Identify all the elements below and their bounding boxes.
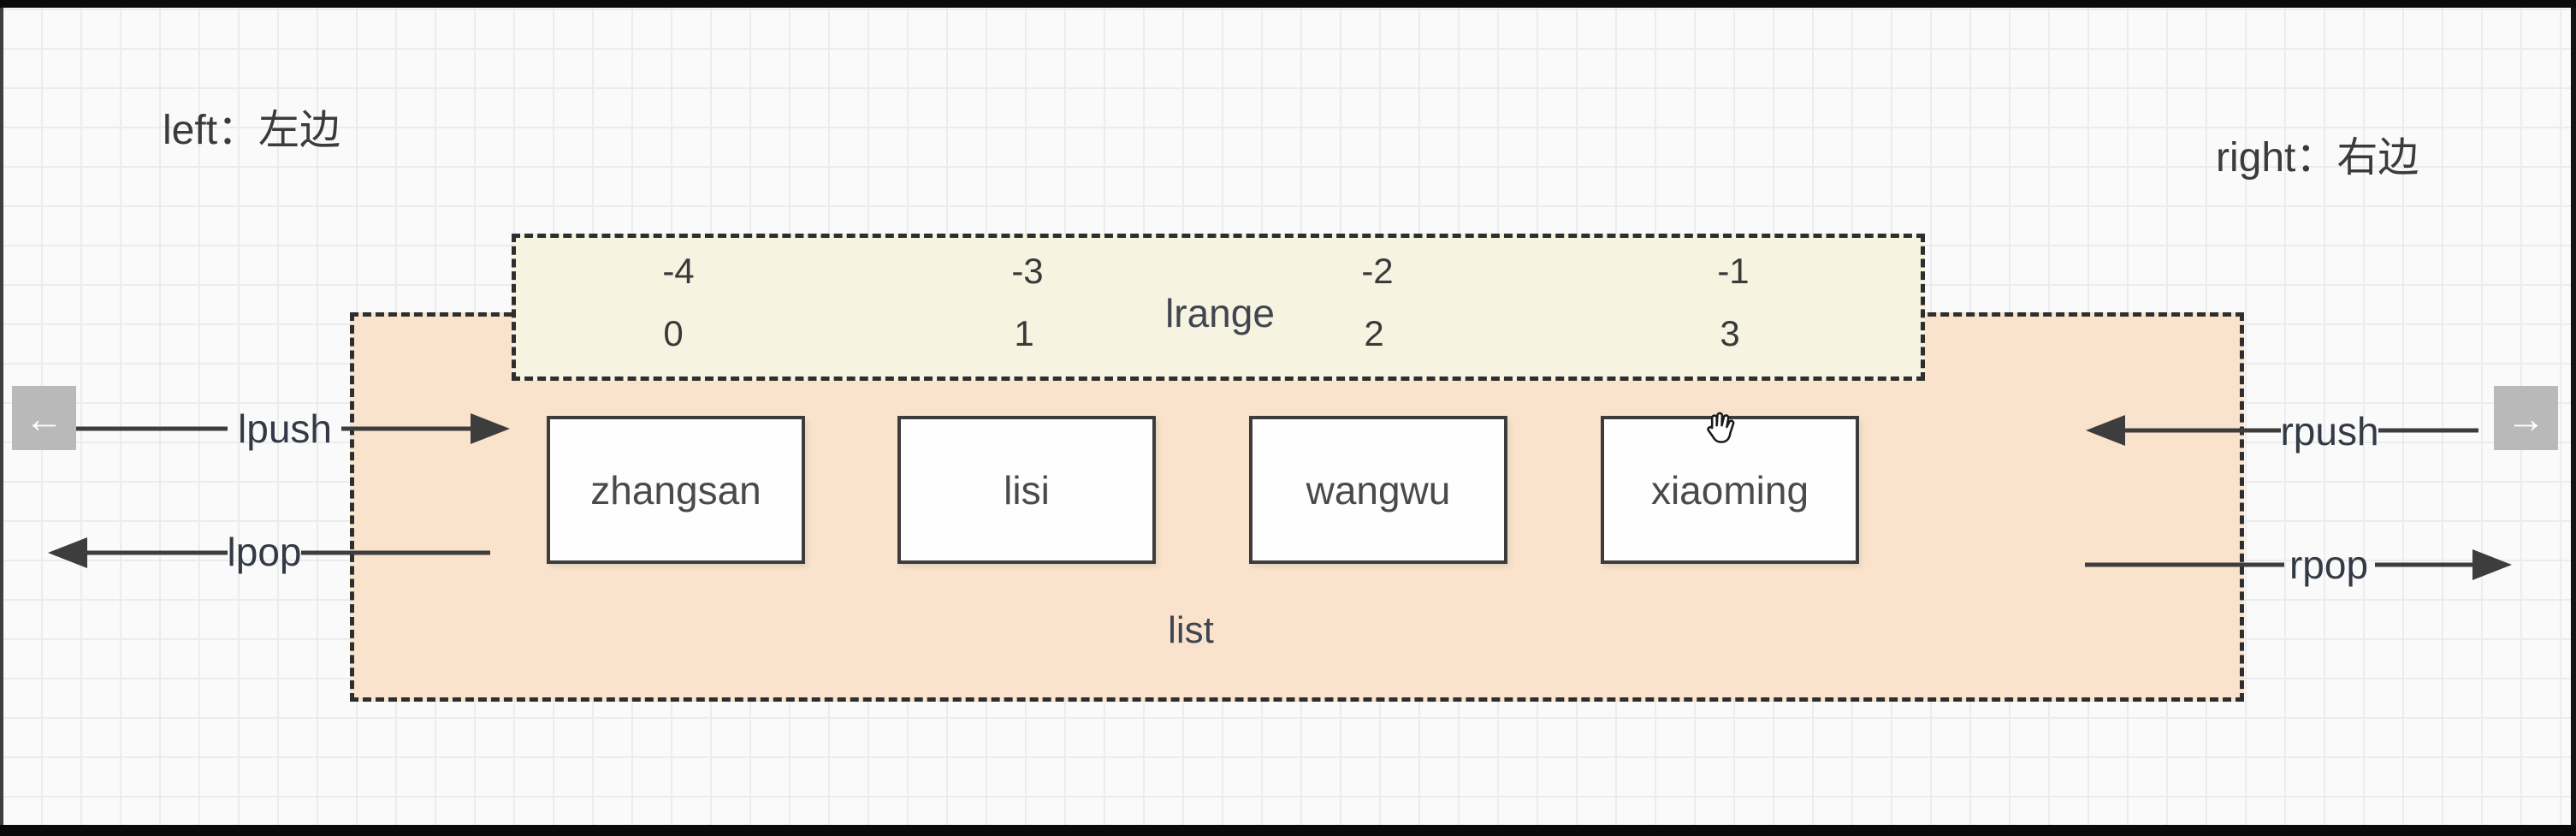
forward-button[interactable]: → — [2494, 386, 2558, 450]
forward-arrow-icon: → — [2506, 395, 2546, 441]
neg-index-3: -1 — [1717, 251, 1750, 291]
legend-left: left：左边 — [163, 108, 341, 153]
pos-index-0: 0 — [663, 313, 684, 353]
list-label: list — [1168, 609, 1214, 651]
right-edge-strip — [2571, 8, 2576, 825]
list-item-box: zhangsan — [547, 416, 805, 564]
lrange-index-box — [512, 234, 1925, 381]
back-arrow-icon: ← — [24, 395, 64, 441]
left-edge-strip — [0, 8, 3, 825]
top-black-bar — [0, 0, 2576, 8]
legend-right: right：右边 — [2216, 135, 2419, 181]
pos-index-1: 1 — [1014, 313, 1034, 353]
neg-index-2: -2 — [1361, 251, 1394, 291]
lpop-label: lpop — [227, 530, 302, 574]
list-item-box: lisi — [897, 416, 1156, 564]
pos-index-2: 2 — [1364, 313, 1384, 353]
rpop-label: rpop — [2289, 543, 2369, 587]
neg-index-1: -3 — [1011, 251, 1044, 291]
lpush-label: lpush — [238, 406, 332, 451]
list-item-box: xiaoming — [1601, 416, 1859, 564]
rpush-label: rpush — [2280, 409, 2379, 454]
pos-index-3: 3 — [1720, 313, 1740, 353]
lrange-label: lrange — [1165, 291, 1275, 335]
back-button[interactable]: ← — [12, 386, 76, 450]
list-item-box: wangwu — [1249, 416, 1507, 564]
neg-index-0: -4 — [662, 251, 695, 291]
bottom-black-bar — [0, 825, 2576, 836]
